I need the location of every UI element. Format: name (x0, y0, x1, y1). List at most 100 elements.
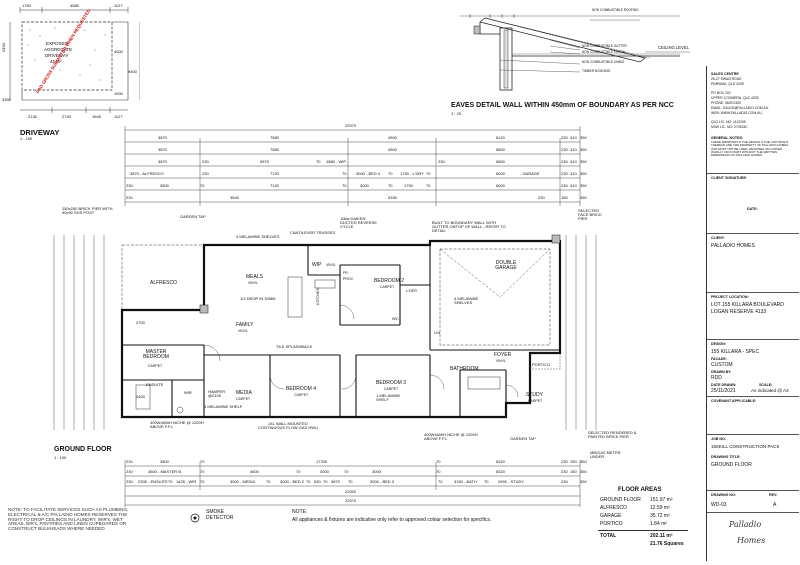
top-dim-r1-2: 7580 (270, 135, 279, 140)
floor-areas-title: FLOOR AREAS (618, 487, 662, 493)
top-dim-r1-3: 4500 (388, 135, 397, 140)
callout-tile-splash: TILE SPLASHBACK (276, 344, 313, 349)
driveway-dim-bottom-1: 2130 (28, 114, 37, 119)
driveway-dim-left-1: 5490 (1, 43, 6, 52)
top-dim-r2-5: 230 (561, 147, 568, 152)
driveway-dim-top-1: 1760 (22, 3, 31, 8)
room-bed2-floor: CARPET (380, 285, 395, 289)
bot-dim-r3-17: 70 (484, 479, 489, 484)
callout-cantilever: CANTILEVER TRUSSES (290, 230, 336, 235)
floor-area-value: 151.97 m² (650, 497, 673, 503)
bot-dim-r4: 22920 (345, 489, 357, 494)
driveway-drawing (9, 7, 140, 113)
top-dim-r2-7: 350 (580, 147, 587, 152)
tb-drawn-h: DRAWN BY: (711, 370, 732, 374)
tb-client: PALLADIO HOMES (711, 243, 755, 249)
callout-half-drop: 1/2 DROP IN 30MM (240, 296, 276, 301)
top-dim-r1-7: 350 (580, 135, 587, 140)
tb-client-signature-h: CLIENT SIGNATURE: (711, 176, 748, 180)
tb-date-h: DATE: (747, 207, 758, 211)
ceiling-height-2400: 2400 (136, 394, 145, 399)
eaves-ceiling-level: CEILING LEVEL (658, 45, 689, 50)
bot-dim-r2-10: 6320 (496, 469, 505, 474)
room-bed3: BEDROOM 3 (376, 380, 407, 386)
tb-address-1: 25-27 SWAN ROAD (711, 77, 742, 81)
tb-po-box: PO BOX 202 (711, 91, 731, 95)
driveway-label-1: EXPOSED (46, 41, 68, 46)
top-dim-r4-13: 350 (580, 171, 587, 176)
top-dim-r1-6: 410 (570, 135, 577, 140)
top-dim-r6-4: 230 (538, 195, 545, 200)
top-dim-r4-4: 70 (342, 171, 347, 176)
callout-rendered-pier: SELECTED RENDERED & PAINTED BRICK PIER (588, 430, 637, 440)
top-dim-r1-5: 230 (561, 135, 568, 140)
room-master: MASTER BEDROOM (143, 349, 169, 361)
top-dim-r6-3: 5330 (388, 195, 397, 200)
tb-phone: PHONE: 5649 0300 (711, 101, 741, 105)
floor-area-total-label: TOTAL (600, 533, 617, 539)
top-dim-r4-9: 6000 (496, 171, 505, 176)
top-dim-r5-10: 6000 (496, 183, 505, 188)
top-dim-r6-5: 150 (561, 195, 568, 200)
callout-hamper: HAMPER @2100 (208, 389, 226, 399)
tb-date-drawn-h: DATE DRAWN: (711, 383, 737, 387)
eaves-drawing (460, 14, 690, 91)
bot-dim-r1-8: 150 (570, 459, 577, 464)
tb-address-2: PIMPAMA, QLD 4209 (711, 82, 744, 86)
top-dim-r3-2: 230 (202, 159, 209, 164)
bot-dim-r1-9: 350 (580, 459, 587, 464)
callout-shelves4: 4 MELAMINE SHELVES (236, 234, 280, 239)
ground-floor-plan: ALFRESCO MEALS VINYL FAMILY VINYL KITCHE… (40, 205, 636, 465)
bot-dim-r3-4: 1425 - WIR (176, 479, 197, 484)
eaves-scale: 1 : 25 (451, 111, 462, 116)
room-master-floor: CARPET (148, 364, 163, 368)
callout-garden-tap-top: GARDEN TAP (180, 214, 206, 219)
room-wir: WIR (184, 390, 192, 395)
bot-dim-r3-9: 70 (306, 479, 311, 484)
floor-area-value: 1.84 m² (650, 521, 667, 527)
bot-dim-r3-2: 2305 - ENSUITE (138, 479, 168, 484)
room-ensuite: ENSUITE (146, 382, 164, 387)
callout-daiken: 10kw DAIKEN DUCTED REVERSE CYCLE (340, 216, 377, 230)
tb-design: 155 KILLARA - SPEC (711, 349, 760, 355)
room-alfresco: ALFRESCO (150, 280, 177, 286)
driveway-dim-right-3: 1900 (114, 91, 123, 96)
bot-dim-r3-10: 530 (314, 479, 321, 484)
top-dim-r5-9: 70 (426, 183, 431, 188)
bot-dim-r3-3: 70 (168, 479, 173, 484)
callout-niche-2: 400Wx600H NICHE @ 1200H ABOVE F.F.L (424, 432, 478, 442)
top-dim-r4-12: 410 (570, 171, 577, 176)
eaves-note-roofing: NON COMBUSTIBLE ROOFING (592, 8, 639, 12)
floor-area-total-value: 202.11 m² (650, 533, 673, 539)
eaves-note-nogging: TIMBER NOGGING (582, 69, 611, 73)
bot-dim-r3-11: 70 (323, 479, 328, 484)
bot-dim-r3-1: 230 (126, 479, 133, 484)
bot-dim-r3-8: 3000 - BED 2 (280, 479, 305, 484)
top-dim-r5-2: 3800 (160, 183, 169, 188)
bot-dim-r3-6: 3000 - MEDIA (230, 479, 256, 484)
smoke-detector-label-1: SMOKE (206, 509, 225, 515)
tb-divider (707, 512, 799, 513)
floor-area-name: GROUND FLOOR (600, 497, 641, 503)
bot-dim-r2-9: 70 (436, 469, 441, 474)
top-dimension-lines (124, 126, 581, 206)
tb-location-h: PROJECT LOCATION: (711, 295, 749, 299)
driveway-dim-left-2: 3350 (2, 97, 11, 102)
bot-dim-r5: 22970 (345, 498, 357, 503)
tb-facade: CUSTOM (711, 362, 733, 368)
top-dim-r5-11: 230 (561, 183, 568, 188)
room-wc: WC (392, 316, 399, 321)
top-dim-r2-1: 3870 (158, 147, 167, 152)
bot-dim-r2-13: 350 (580, 469, 587, 474)
top-dim-r5-13: 350 (580, 183, 587, 188)
tb-design-h: DESIGN: (711, 342, 726, 346)
driveway-dim-bottom-4: 1127 (114, 114, 123, 119)
top-dim-r3-6: 230 (438, 159, 445, 164)
bot-dim-r2-7: 70 (344, 469, 349, 474)
legend-note-text: All appliances & fixtures are indicative… (292, 517, 492, 523)
top-dim-r4-5: 3000 - BED 4 (356, 171, 381, 176)
tb-divider (707, 173, 799, 174)
driveway-detail: 1760 4585 1127 5490 3350 9400 4000 1900 … (0, 0, 140, 141)
top-dim-r2-3: 4500 (388, 147, 397, 152)
bot-dim-r1-1: 230 (126, 459, 133, 464)
